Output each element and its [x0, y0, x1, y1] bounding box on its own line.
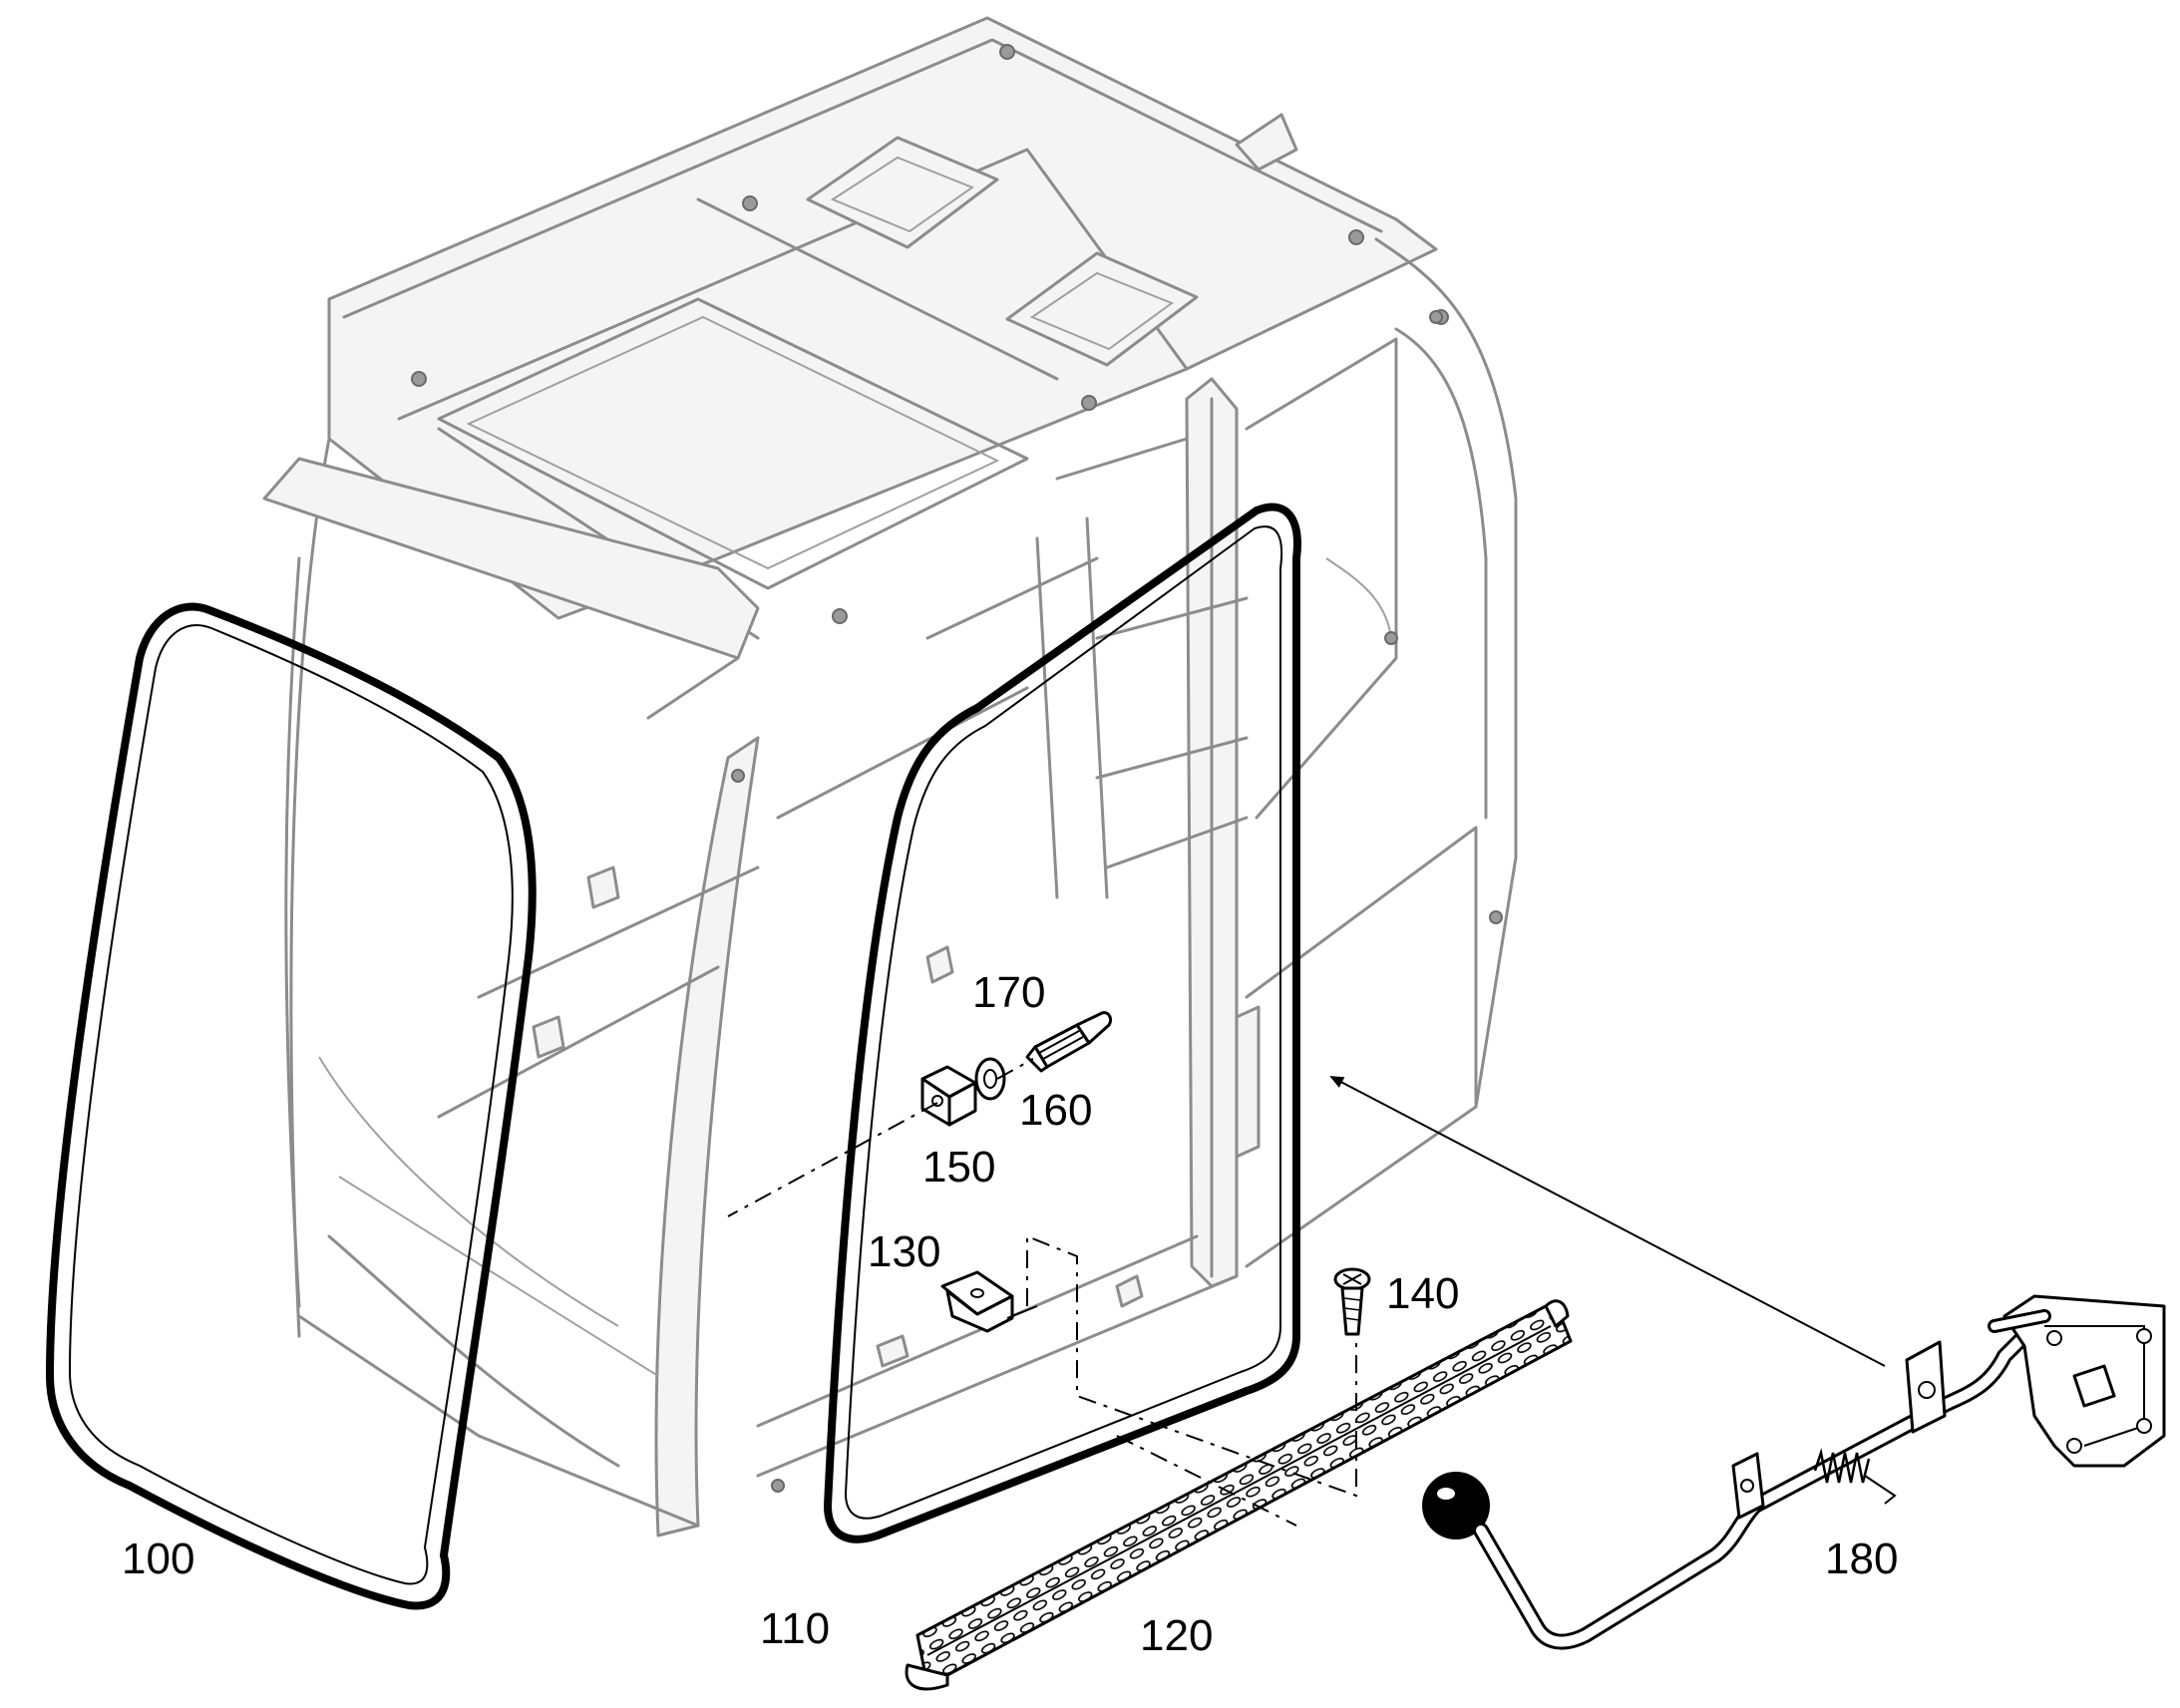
callout-labels: 100 110 120 130 140 150 160 170 180 — [122, 968, 1898, 1660]
part-120-step-tread — [905, 1299, 1573, 1691]
callout-180: 180 — [1825, 1535, 1898, 1583]
part-140-screw — [1333, 1267, 1371, 1336]
assembly-lines — [727, 1058, 1886, 1527]
callout-110: 110 — [760, 1604, 830, 1653]
callout-120: 120 — [1140, 1611, 1213, 1660]
callout-100: 100 — [122, 1535, 194, 1583]
callout-170: 170 — [972, 968, 1045, 1017]
callout-160: 160 — [1019, 1086, 1092, 1135]
part-110-door-seal — [824, 503, 1301, 1543]
callout-150: 150 — [922, 1143, 995, 1192]
part-180-lock-lever — [1422, 1294, 2166, 1650]
callout-130: 130 — [868, 1227, 940, 1276]
cab-frame — [262, 16, 1518, 1537]
part-160-washer — [974, 1057, 1006, 1101]
callout-140: 140 — [1386, 1269, 1459, 1318]
part-100-window-seal — [46, 602, 537, 1610]
part-150-block — [920, 1065, 977, 1127]
part-130-clip-nut — [940, 1270, 1038, 1333]
part-170-striker-pin — [1025, 1011, 1113, 1073]
